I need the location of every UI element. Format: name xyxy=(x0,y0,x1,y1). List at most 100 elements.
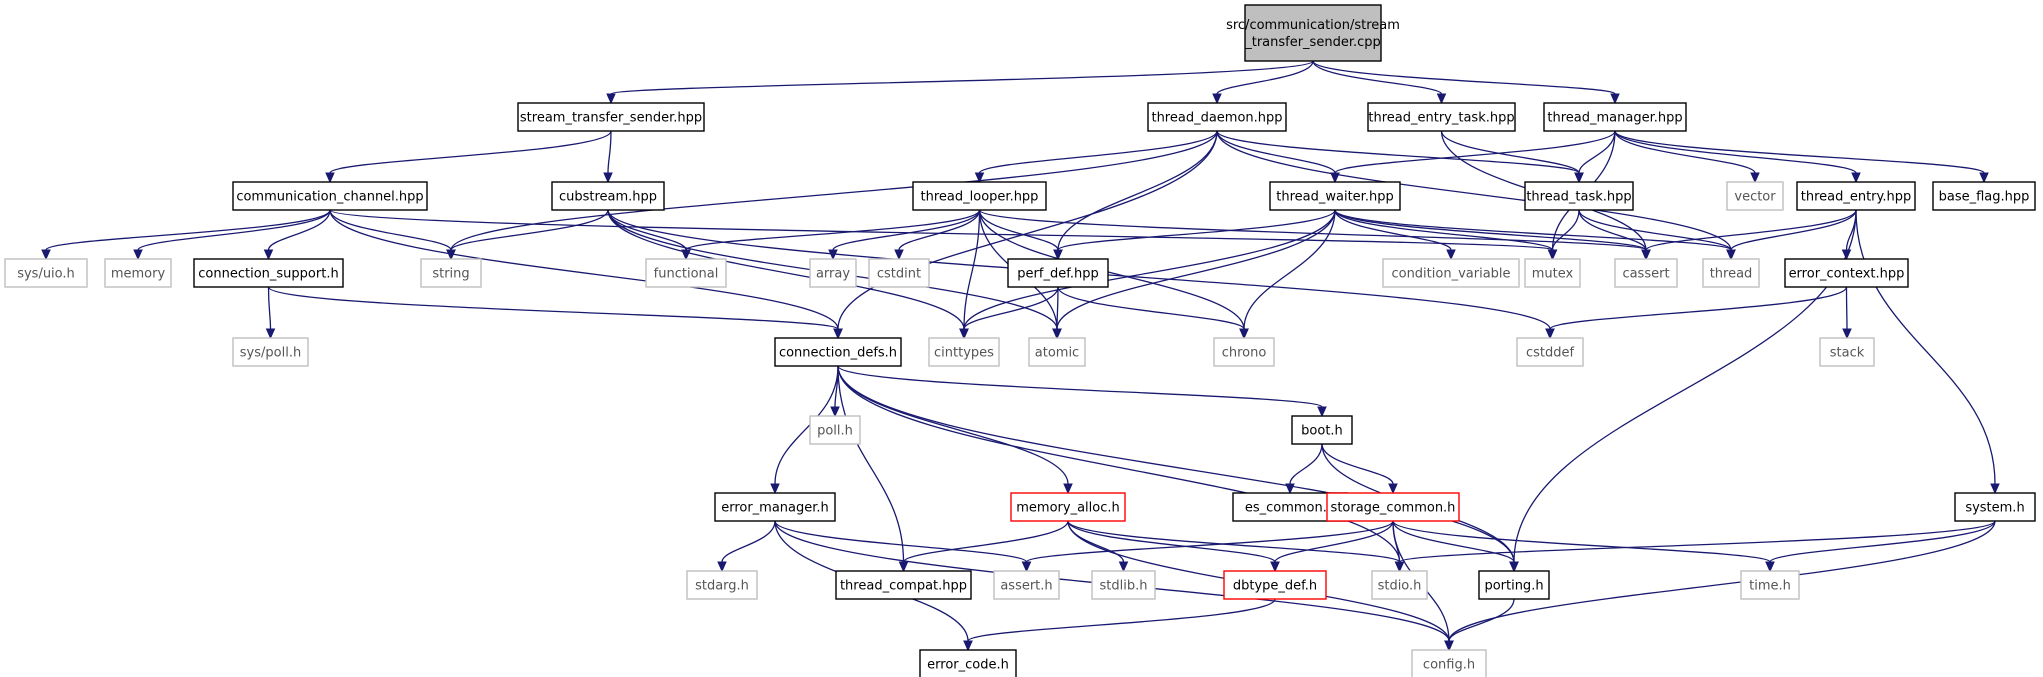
node-label: connection_support.h xyxy=(198,267,338,282)
node-atomic[interactable]: atomic xyxy=(1028,337,1086,367)
node-errcode[interactable]: error_code.h xyxy=(919,649,1017,677)
node-label: sys/uio.h xyxy=(17,267,75,282)
node-string[interactable]: string xyxy=(420,258,482,288)
edge-conndefs-to-tcompat xyxy=(837,365,909,573)
node-memory[interactable]: memory xyxy=(104,258,172,288)
node-array[interactable]: array xyxy=(809,258,857,288)
node-stdlib[interactable]: stdlib.h xyxy=(1091,570,1156,600)
edge-boot-to-storcommon xyxy=(1321,443,1398,495)
edge-tdaemon-to-perfdef xyxy=(1053,130,1218,261)
node-tmanager[interactable]: thread_manager.hpp xyxy=(1543,102,1687,132)
edge-twaiter-to-condvar xyxy=(1334,209,1456,261)
node-system[interactable]: system.h xyxy=(1954,492,2036,522)
edge-commch-to-memory xyxy=(133,209,331,261)
node-tentrytask[interactable]: thread_entry_task.hpp xyxy=(1367,102,1516,132)
edge-memalloc-to-tcompat xyxy=(898,520,1069,573)
node-baseflag[interactable]: base_flag.hpp xyxy=(1932,181,2036,211)
node-storcommon[interactable]: storage_common.h xyxy=(1326,492,1460,522)
edge-tdaemon-to-twaiter xyxy=(1216,130,1340,184)
node-stdio[interactable]: stdio.h xyxy=(1371,570,1428,600)
edge-tentry-to-thread xyxy=(1726,209,1857,261)
edge-conndefs-to-boot xyxy=(837,365,1327,418)
node-memalloc[interactable]: memory_alloc.h xyxy=(1010,492,1126,522)
node-commch[interactable]: communication_channel.hpp xyxy=(232,181,428,211)
node-dbtype[interactable]: dbtype_def.h xyxy=(1223,570,1327,600)
node-cstddef[interactable]: cstddef xyxy=(1516,337,1584,367)
node-label: string xyxy=(432,267,469,282)
node-timeh[interactable]: time.h xyxy=(1740,570,1800,600)
edge-dbtype-to-errcode xyxy=(963,598,1276,652)
edge-connsupport-to-syspoll xyxy=(265,286,276,340)
edge-root-to-tentrytask xyxy=(1312,60,1447,105)
node-label: thread xyxy=(1710,267,1753,282)
edge-porting-to-config xyxy=(1444,598,1515,652)
node-label: perf_def.hpp xyxy=(1017,267,1098,282)
edge-tmanager-to-ttask xyxy=(1574,130,1616,184)
node-porting[interactable]: porting.h xyxy=(1478,570,1550,600)
node-errmgr[interactable]: error_manager.h xyxy=(714,492,836,522)
edges-layer xyxy=(41,60,2000,652)
node-vector[interactable]: vector xyxy=(1726,181,1784,211)
node-label: memory_alloc.h xyxy=(1016,501,1119,516)
node-stdarg[interactable]: stdarg.h xyxy=(686,570,758,600)
node-root[interactable]: src/communication/stream_transfer_sender… xyxy=(1226,4,1400,62)
edge-twaiter-to-cassert xyxy=(1334,209,1651,261)
edge-tentry-to-errctx xyxy=(1841,209,1857,261)
node-syspoll[interactable]: sys/poll.h xyxy=(232,337,309,367)
node-thread[interactable]: thread xyxy=(1702,258,1760,288)
node-cinttypes[interactable]: cinttypes xyxy=(928,337,1000,367)
node-label: dbtype_def.h xyxy=(1233,579,1317,594)
node-label: stack xyxy=(1830,346,1865,361)
node-errctx[interactable]: error_context.hpp xyxy=(1784,258,1909,288)
node-ttask[interactable]: thread_task.hpp xyxy=(1524,181,1634,211)
node-label: cinttypes xyxy=(934,346,994,361)
edge-conndefs-to-memalloc xyxy=(837,365,1073,495)
node-cubstream[interactable]: cubstream.hpp xyxy=(551,181,665,211)
edge-errctx-to-stack xyxy=(1842,286,1852,340)
node-label: cassert xyxy=(1622,267,1669,282)
node-boot[interactable]: boot.h xyxy=(1291,415,1353,445)
node-config[interactable]: config.h xyxy=(1411,649,1487,677)
node-label: boot.h xyxy=(1301,424,1343,439)
node-twaiter[interactable]: thread_waiter.hpp xyxy=(1269,181,1401,211)
node-tdaemon[interactable]: thread_daemon.hpp xyxy=(1147,102,1287,132)
node-label: thread_waiter.hpp xyxy=(1276,190,1393,205)
node-asserth[interactable]: assert.h xyxy=(993,570,1060,600)
node-label: stdarg.h xyxy=(695,579,749,594)
node-label: porting.h xyxy=(1484,579,1543,594)
edge-tmanager-to-twaiter xyxy=(1330,130,1616,184)
node-sts[interactable]: stream_transfer_sender.hpp xyxy=(517,102,705,132)
edge-storcommon-to-porting xyxy=(1392,520,1519,573)
node-label: thread_manager.hpp xyxy=(1547,111,1682,126)
edge-tlooper-to-array xyxy=(828,209,981,261)
node-cassert[interactable]: cassert xyxy=(1614,258,1678,288)
node-functional[interactable]: functional xyxy=(645,258,727,288)
edge-ttask-to-mutex xyxy=(1547,209,1580,261)
edge-perfdef-to-cinttypes xyxy=(959,286,1059,340)
node-conndefs[interactable]: connection_defs.h xyxy=(774,337,902,367)
node-tlooper[interactable]: thread_looper.hpp xyxy=(912,181,1047,211)
edge-conndefs-to-stdio xyxy=(837,365,1405,573)
node-label: storage_common.h xyxy=(1331,501,1456,516)
node-label: cstddef xyxy=(1526,346,1575,361)
edge-perfdef-to-atomic xyxy=(1052,286,1062,340)
node-stack[interactable]: stack xyxy=(1819,337,1875,367)
node-label: system.h xyxy=(1965,501,2024,516)
node-connsupport[interactable]: connection_support.h xyxy=(193,258,344,288)
edge-commch-to-sysuio xyxy=(41,209,331,261)
edge-tmanager-to-tentry xyxy=(1614,130,1861,184)
edge-sts-to-cubstream xyxy=(603,130,613,184)
node-tcompat[interactable]: thread_compat.hpp xyxy=(835,570,972,600)
edge-storcommon-to-timeh xyxy=(1392,520,1775,573)
node-mutex[interactable]: mutex xyxy=(1524,258,1581,288)
node-cstdint[interactable]: cstdint xyxy=(868,258,930,288)
node-label: base_flag.hpp xyxy=(1939,190,2030,205)
node-sysuio[interactable]: sys/uio.h xyxy=(4,258,88,288)
node-pollh[interactable]: poll.h xyxy=(809,415,861,445)
node-chrono[interactable]: chrono xyxy=(1213,337,1275,367)
node-condvar[interactable]: condition_variable xyxy=(1382,258,1520,288)
edge-conndefs-to-errmgr xyxy=(770,365,839,495)
node-label: stream_transfer_sender.hpp xyxy=(520,111,702,126)
node-tentry[interactable]: thread_entry.hpp xyxy=(1796,181,1916,211)
node-perfdef[interactable]: perf_def.hpp xyxy=(1007,258,1109,288)
